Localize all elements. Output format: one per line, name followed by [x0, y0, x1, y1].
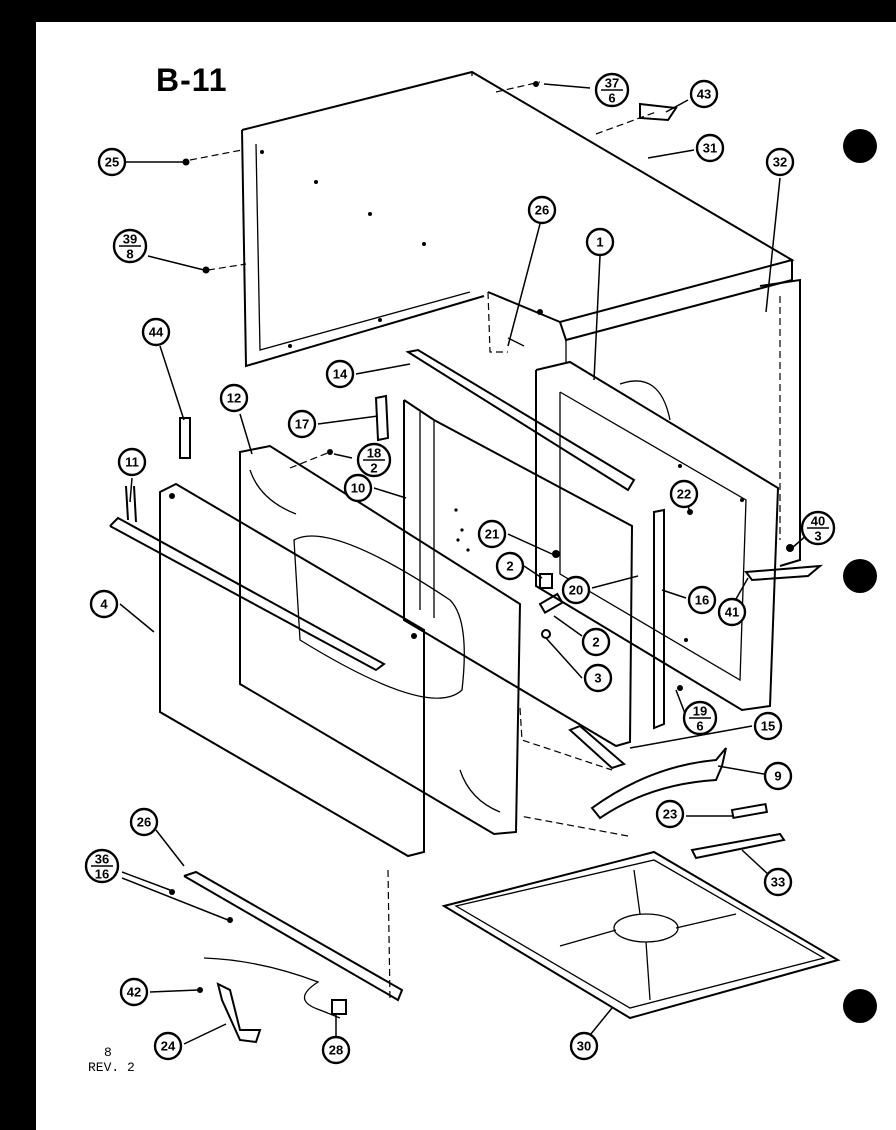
callout-4: 4 [89, 589, 119, 619]
svg-text:40: 40 [811, 514, 825, 529]
callout-25: 25 [97, 147, 127, 177]
svg-text:18: 18 [367, 446, 381, 461]
svg-text:3: 3 [594, 671, 601, 686]
svg-text:8: 8 [126, 247, 133, 262]
assembly-lines [189, 81, 781, 1001]
svg-text:10: 10 [351, 481, 365, 496]
callout-41: 41 [717, 597, 747, 627]
callout-32-top: 32 [765, 147, 795, 177]
callout-33: 33 [763, 867, 793, 897]
revision-label: REV. 2 [88, 1060, 135, 1075]
callout-22: 22 [669, 479, 699, 509]
svg-text:6: 6 [696, 719, 703, 734]
callout-30: 30 [569, 1031, 599, 1061]
svg-text:21: 21 [485, 527, 499, 542]
svg-text:12: 12 [227, 391, 241, 406]
callout-24: 24 [153, 1031, 183, 1061]
svg-text:16: 16 [695, 593, 709, 608]
svg-text:36: 36 [95, 852, 109, 867]
callout-39-8: 398 [112, 228, 148, 264]
bottom-tray [441, 850, 841, 1020]
svg-text:2: 2 [370, 461, 377, 476]
callout-17: 17 [287, 409, 317, 439]
diagram-title: B-11 [156, 62, 228, 98]
callout-18-2: 182 [356, 442, 392, 478]
svg-text:19: 19 [693, 704, 707, 719]
svg-text:2: 2 [592, 635, 599, 650]
callout-2-lower: 2 [581, 627, 611, 657]
callout-37-6: 376 [594, 72, 630, 108]
svg-text:17: 17 [295, 417, 309, 432]
callout-26-bottom: 26 [129, 807, 159, 837]
svg-text:30: 30 [577, 1039, 591, 1054]
callout-40-3: 403 [800, 510, 836, 546]
binder-holes [843, 129, 877, 1023]
door-handle [109, 485, 386, 672]
svg-text:39: 39 [123, 232, 137, 247]
callout-9: 9 [763, 761, 793, 791]
callout-12: 12 [219, 383, 249, 413]
svg-text:44: 44 [149, 325, 164, 340]
callout-11: 11 [117, 447, 147, 477]
callout-44: 44 [141, 317, 171, 347]
callout-28: 28 [321, 1035, 351, 1065]
svg-text:3: 3 [814, 529, 821, 544]
oven-cavity-frame [535, 360, 780, 712]
svg-text:16: 16 [95, 867, 109, 882]
svg-text:32: 32 [773, 155, 787, 170]
svg-text:4: 4 [100, 597, 108, 612]
svg-text:11: 11 [125, 455, 139, 470]
callout-1: 1 [585, 227, 615, 257]
svg-text:2: 2 [506, 559, 513, 574]
callout-21: 21 [477, 519, 507, 549]
callout-42: 42 [119, 977, 149, 1007]
cabinet-wrapper [241, 70, 801, 567]
callout-15: 15 [753, 711, 783, 741]
svg-text:37: 37 [605, 76, 619, 91]
callout-26-top: 26 [527, 195, 557, 225]
callout-10: 10 [343, 473, 373, 503]
svg-text:42: 42 [127, 985, 141, 1000]
svg-text:24: 24 [161, 1039, 176, 1054]
svg-text:25: 25 [105, 155, 119, 170]
door-inner-frame [239, 444, 522, 836]
svg-text:15: 15 [761, 719, 775, 734]
callout-23: 23 [655, 799, 685, 829]
parts-sheet [36, 22, 896, 1130]
callout-2-upper: 2 [495, 551, 525, 581]
callout-19-6: 196 [682, 700, 718, 736]
svg-text:23: 23 [663, 807, 677, 822]
svg-text:6: 6 [608, 91, 615, 106]
svg-text:43: 43 [697, 87, 711, 102]
svg-text:33: 33 [771, 875, 785, 890]
callout-14: 14 [325, 359, 355, 389]
callout-20: 20 [561, 575, 591, 605]
svg-text:14: 14 [333, 367, 348, 382]
revision-block: 8 REV. 2 [88, 1045, 135, 1075]
svg-text:31: 31 [703, 141, 717, 156]
callout-3: 3 [583, 663, 613, 693]
svg-text:22: 22 [677, 487, 691, 502]
callout-16: 16 [687, 585, 717, 615]
small-parts [169, 81, 824, 1044]
svg-text:9: 9 [774, 769, 781, 784]
svg-text:26: 26 [535, 203, 549, 218]
control-panel-bracket [403, 399, 634, 748]
page-number: 8 [104, 1045, 112, 1060]
callout-31: 31 [695, 133, 725, 163]
door-panel [159, 482, 425, 858]
leader-lines [119, 83, 809, 1046]
svg-text:1: 1 [596, 235, 603, 250]
svg-text:41: 41 [725, 605, 739, 620]
svg-text:26: 26 [137, 815, 151, 830]
svg-text:28: 28 [329, 1043, 343, 1058]
callout-43: 43 [689, 79, 719, 109]
svg-text:20: 20 [569, 583, 583, 598]
